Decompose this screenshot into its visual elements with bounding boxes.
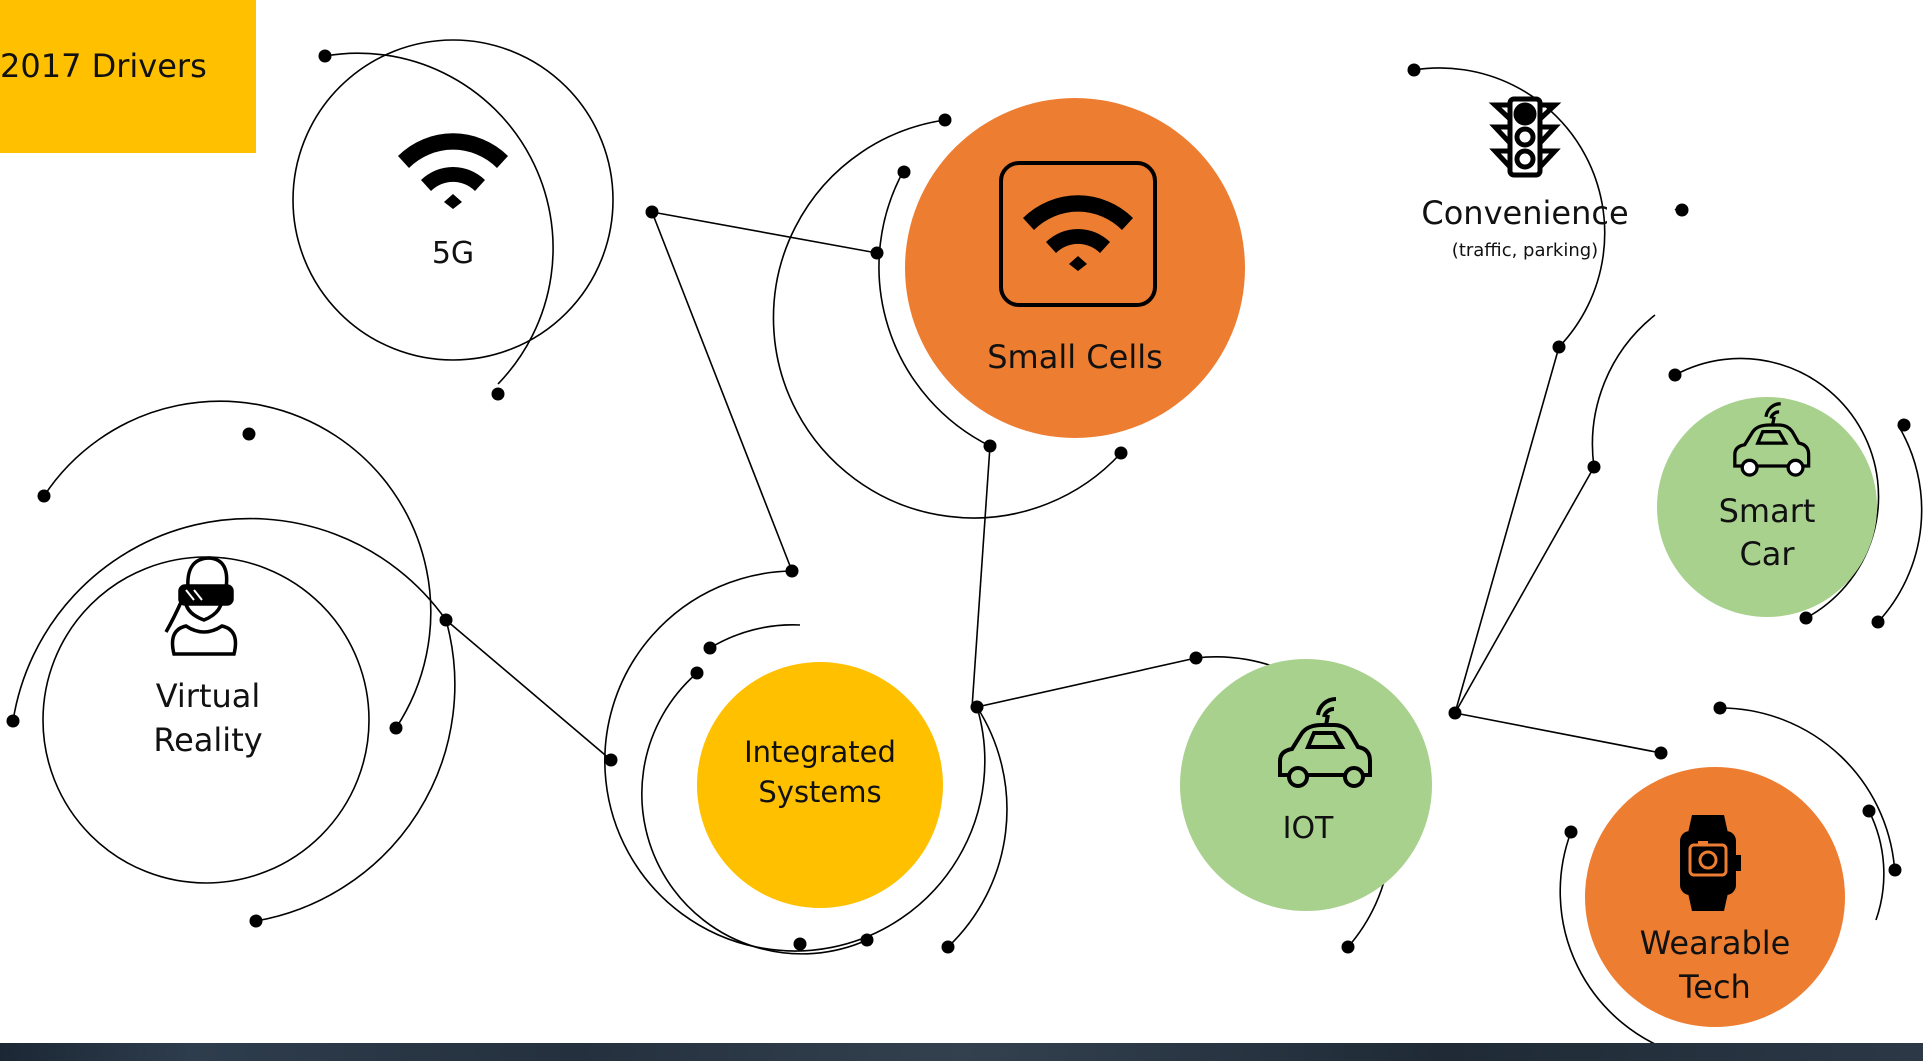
arc-smallcells-outer: [878, 169, 991, 447]
connector-smallcells-integrated: [971, 445, 991, 709]
node-smartcar-label-1: Smart: [1718, 492, 1816, 530]
dot: [1552, 340, 1566, 354]
dot: [983, 439, 997, 453]
arc-smartcar-outer: [1591, 314, 1656, 468]
arc-smallcells: [772, 119, 1122, 519]
dot: [1675, 203, 1689, 217]
dot: [870, 246, 884, 260]
node-vr-outline: [42, 556, 370, 884]
dot: [970, 700, 984, 714]
node-iot-circle: [1180, 659, 1432, 911]
dot: [1713, 701, 1727, 715]
arc-5g: [324, 52, 554, 385]
bottom-image-strip: [0, 1043, 1923, 1061]
dot: [941, 940, 955, 954]
wifi-box-icon: [999, 161, 1157, 307]
node-integrated-label-1: Integrated: [744, 735, 896, 769]
node-iot-label: IOT: [1282, 811, 1334, 846]
node-wearable-label-2: Tech: [1679, 968, 1751, 1006]
arc-vr-3: [255, 619, 456, 922]
connector-integrated-iot: [976, 657, 1197, 708]
dot: [1871, 615, 1885, 629]
arc-integrated-2: [641, 672, 868, 955]
dot: [1448, 706, 1462, 720]
connected-car-icon: [1278, 696, 1372, 788]
dot: [897, 165, 911, 179]
vr-headset-person-icon: [164, 556, 238, 656]
arc-vr-2: [12, 517, 447, 722]
node-smartcar-circle: [1657, 397, 1877, 617]
dot: [938, 113, 952, 127]
connector-iot-convenience: [1454, 346, 1560, 714]
connector-iot-wearable: [1454, 712, 1662, 754]
arc-wearable-1: [1559, 831, 1681, 1055]
connected-car-icon: [1733, 402, 1811, 477]
dot: [1897, 418, 1911, 432]
arc-smartcar-outer2: [1877, 424, 1923, 623]
traffic-light-icon: [1488, 96, 1562, 178]
arc-vr-1: [43, 400, 432, 729]
node-smallcells-label: Small Cells: [987, 338, 1163, 376]
arc-wearable-2: [1719, 707, 1896, 877]
connector-5g-smallcells: [651, 211, 878, 254]
dot: [604, 753, 618, 767]
arc-convenience: [1413, 67, 1606, 348]
dot: [1114, 446, 1128, 460]
page-title: 2017 Drivers: [0, 47, 207, 85]
dot: [1799, 611, 1813, 625]
node-integrated-circle: [697, 662, 943, 908]
dot: [793, 937, 807, 951]
node-smartcar-label-2: Car: [1739, 535, 1795, 573]
connector-iot-smartcar: [1454, 466, 1595, 714]
dot: [1407, 63, 1421, 77]
dot: [645, 205, 659, 219]
dot: [1189, 651, 1203, 665]
dot: [690, 666, 704, 680]
node-convenience-label: Convenience: [1421, 194, 1629, 232]
connector-vr-integrated: [445, 619, 612, 761]
wifi-icon: [398, 133, 508, 209]
title-box: 2017 Drivers: [0, 0, 256, 153]
connector-5g-integrated: [651, 211, 793, 572]
dot: [37, 489, 51, 503]
node-5g-label: 5G: [431, 236, 475, 271]
dot: [1862, 804, 1876, 818]
dot: [860, 933, 874, 947]
dot: [1564, 825, 1578, 839]
dot: [389, 721, 403, 735]
arc-smartcar: [1674, 357, 1880, 619]
node-vr-label-1: Virtual: [155, 677, 261, 715]
dot: [1587, 460, 1601, 474]
dot: [242, 427, 256, 441]
arc-integrated-1: [604, 570, 986, 952]
arc-wearable-3: [1868, 810, 1885, 921]
dot: [491, 387, 505, 401]
dot: [318, 49, 332, 63]
node-wearable-label-1: Wearable: [1639, 924, 1791, 962]
node-convenience-sublabel: (traffic, parking): [1451, 240, 1599, 261]
node-vr-label-2: Reality: [153, 721, 263, 759]
smartwatch-icon: [1680, 815, 1741, 911]
dot: [249, 914, 263, 928]
dot: [439, 613, 453, 627]
node-integrated-label-2: Systems: [758, 775, 882, 809]
dot: [6, 714, 20, 728]
dot: [1888, 863, 1902, 877]
arc-integrated-3: [709, 624, 801, 649]
dot: [785, 564, 799, 578]
dot: [1341, 940, 1355, 954]
dot: [1654, 746, 1668, 760]
dot: [1668, 368, 1682, 382]
dot: [703, 641, 717, 655]
node-5g-outline: [292, 39, 614, 361]
arc-integrated-4: [947, 706, 1008, 948]
